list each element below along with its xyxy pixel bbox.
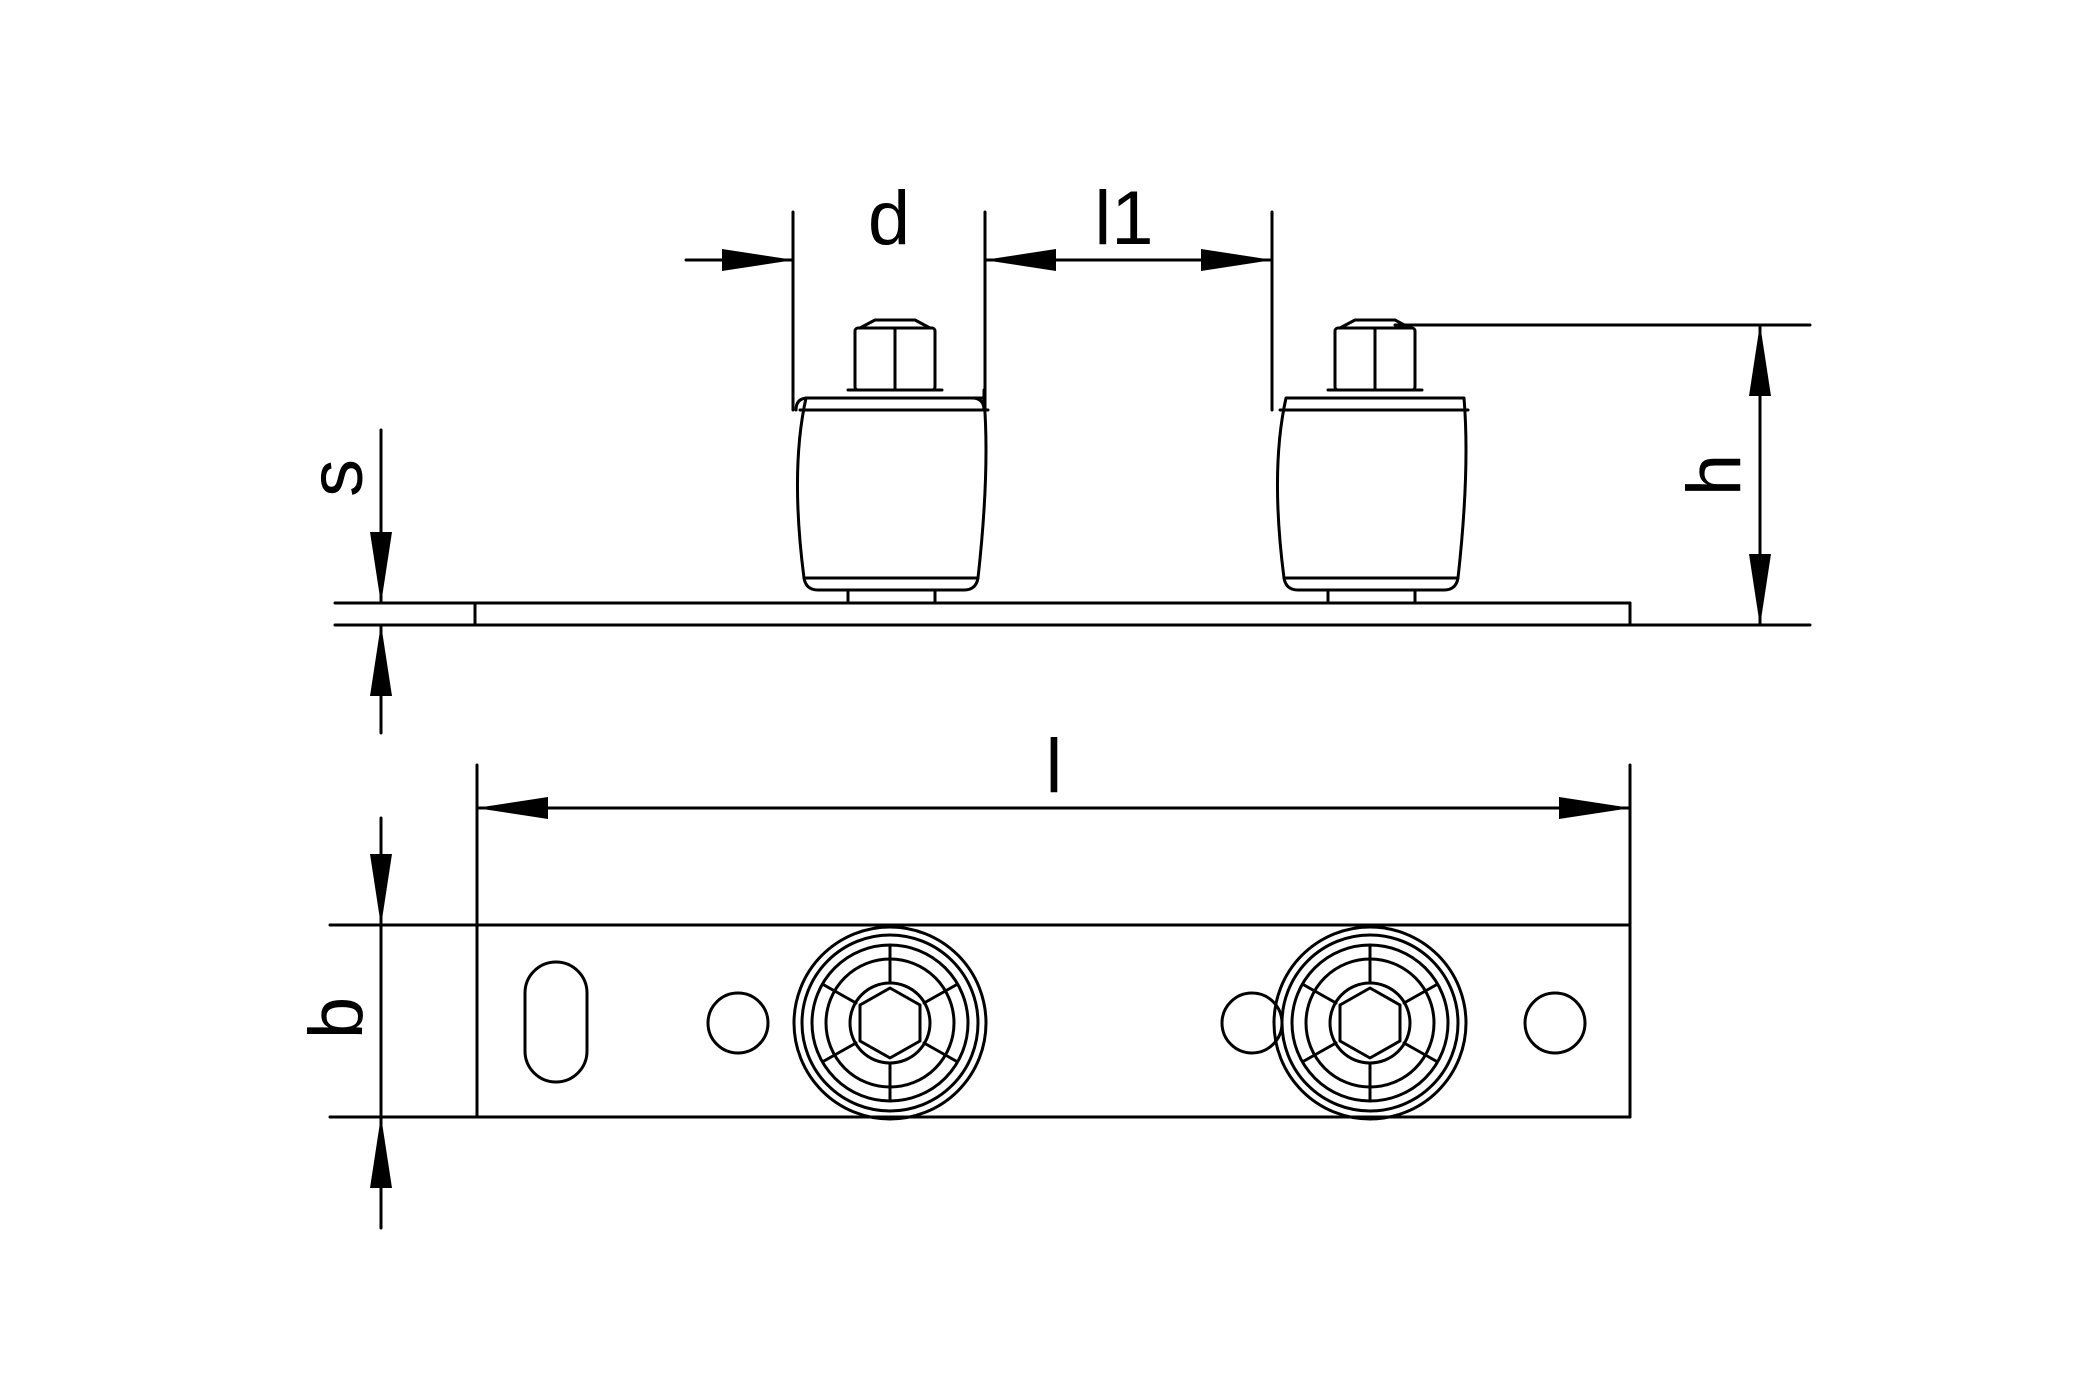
mounting-slot [523,960,589,1084]
dimension-s: s [294,428,392,735]
top-view: l b [294,724,1632,1230]
dimension-l1: l1 [1094,176,1274,412]
base-rail [333,601,1812,627]
mounting-hole-3 [1523,991,1587,1055]
dimension-label-l: l [1046,724,1063,809]
dimension-label-d: d [868,176,910,261]
wheel-right-top [1272,925,1468,1121]
dimension-l: l [475,724,1632,819]
dimension-label-l1: l1 [1094,176,1153,261]
wheel-right-side [1276,318,1470,605]
dimension-h: h [1393,323,1812,627]
dimension-b: b [294,816,392,1230]
wheel-left-top [792,925,988,1121]
mounting-hole-1 [706,991,770,1055]
dimension-label-b: b [294,997,379,1039]
dimension-d: d [684,176,1274,412]
side-view: d l1 h s [294,176,1812,735]
dimension-label-h: h [1672,454,1757,496]
dimension-label-s: s [294,459,379,497]
plate-outline [328,763,1632,1119]
wheel-left-side [794,318,990,605]
